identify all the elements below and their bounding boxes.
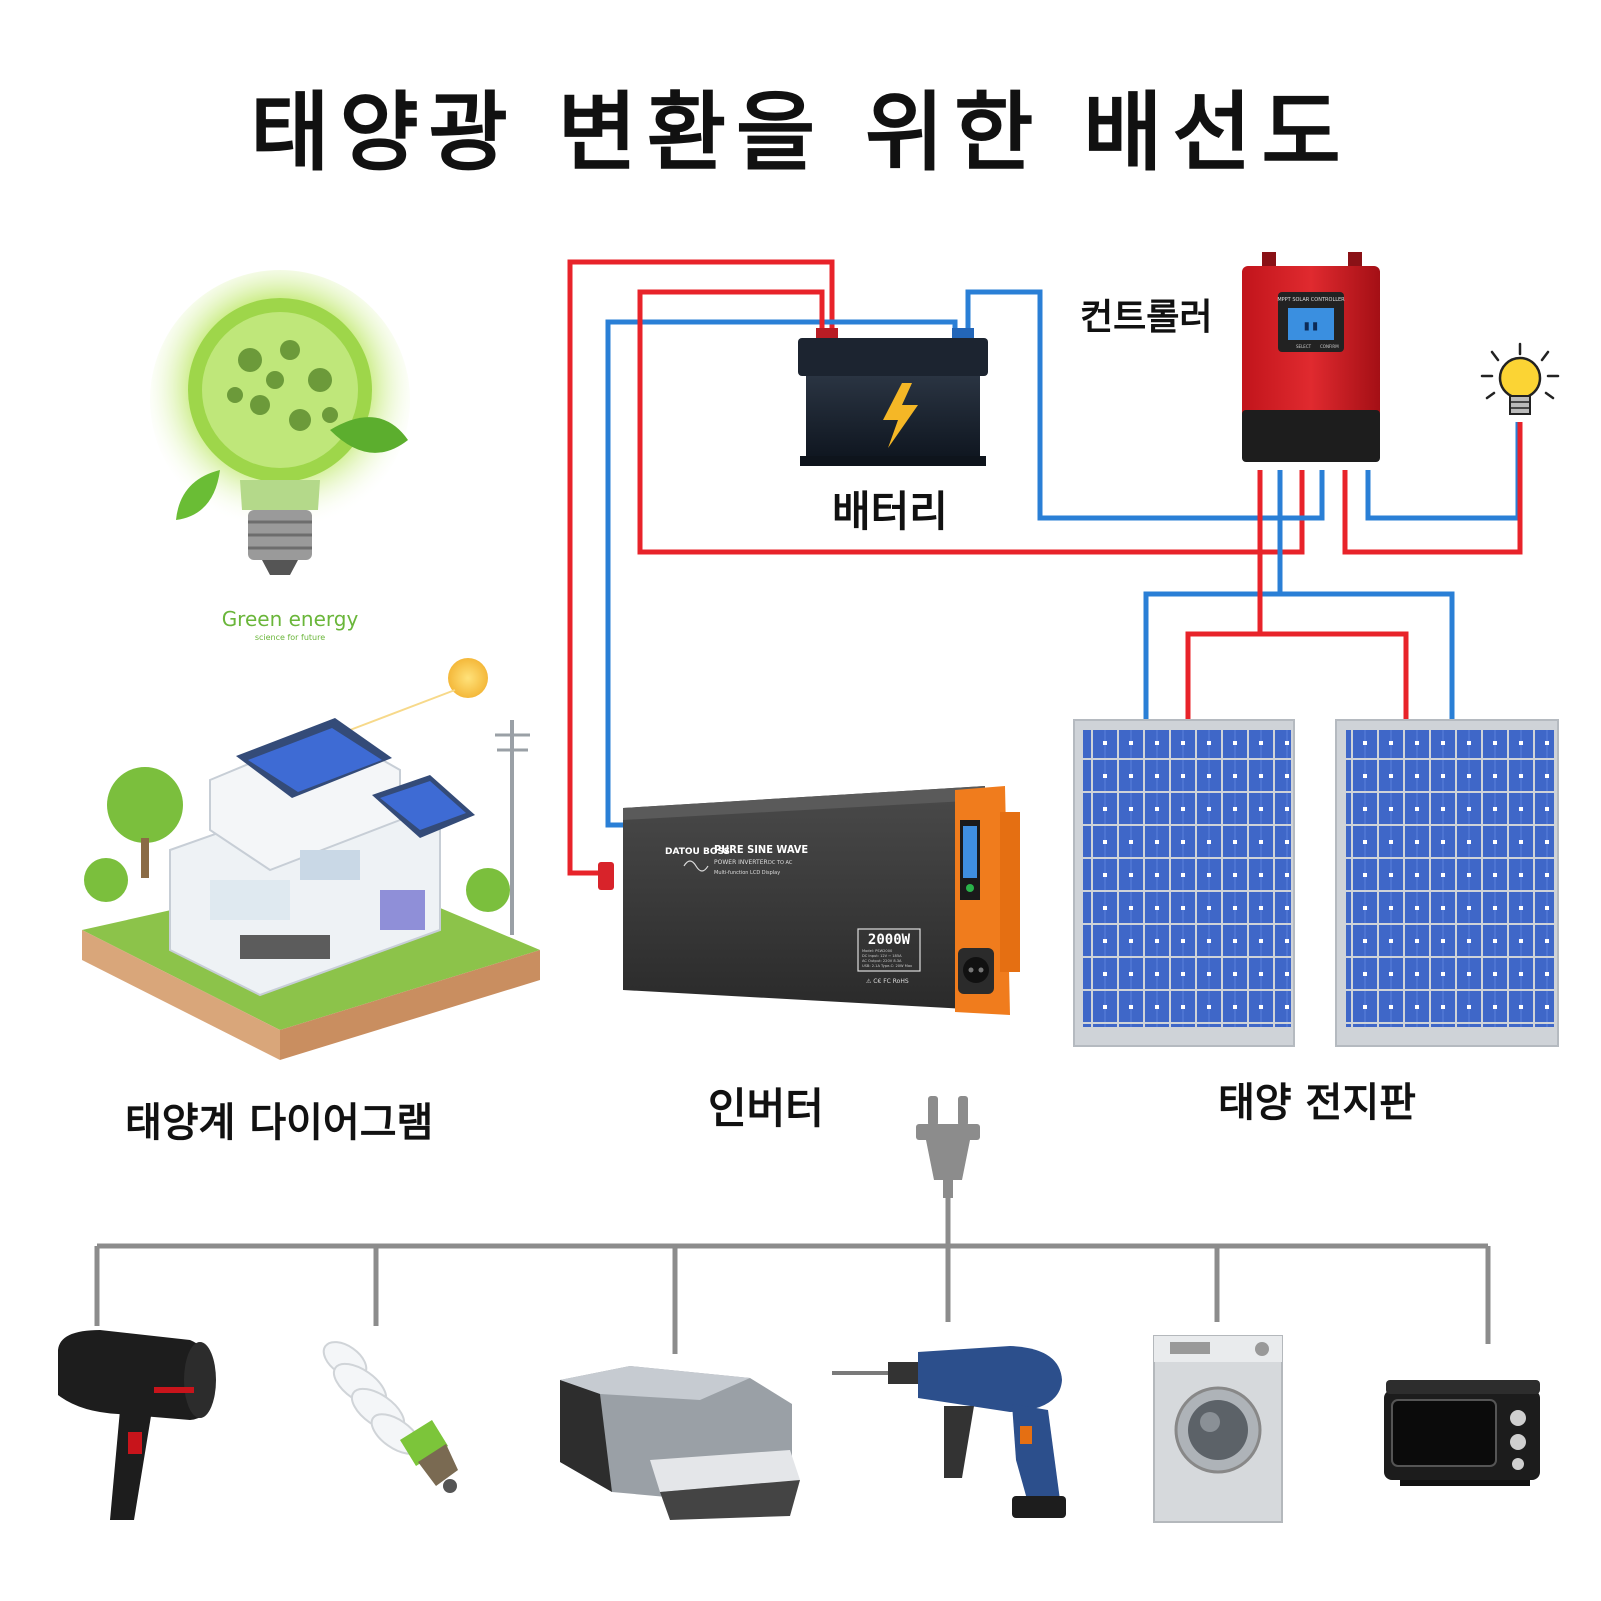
green-energy-bulb-icon: Green energy science for future [150,270,410,642]
load-negative-wire [1365,422,1521,521]
inverter-spec-line: USB: 2.1A Type-C: 20W Max [862,964,913,968]
svg-text:▮▮: ▮▮ [1303,318,1320,334]
inverter-label: 인버터 [708,1084,824,1133]
battery-label: 배터리 [832,487,948,536]
inverter-power-inverter: POWER INVERTER [714,859,768,866]
panel-negative-trunk [1143,470,1283,720]
green-energy-subtext: science for future [255,633,325,642]
inverter-lcd-display: Multi-function LCD Display [714,870,780,876]
inverter-spec-line: Model: PSW2000 [862,949,893,953]
battery-positive-wire [637,289,1305,555]
controller-confirm-label: CONFIRM [1320,344,1339,349]
green-energy-text: Green energy [222,607,359,631]
washing-machine-icon [1153,1335,1283,1523]
solar-diagram-label: 태양계 다이어그램 [125,1100,434,1146]
wiring [567,259,1523,876]
microwave-oven-icon [1384,1380,1540,1486]
controller-label: 컨트롤러 [1080,297,1213,338]
plug-icon [916,1096,980,1198]
cfl-bulb-icon [322,1341,458,1493]
battery-negative-wire [965,289,1325,521]
power-drill-icon [832,1346,1066,1518]
inverter-spec-line: AC Output: 220V 8.3A [862,959,902,963]
inverter-cert-marks: ⚠ C€ FC RoHS [866,978,909,985]
inverter: DATOU BOSS PURE SINE WAVE POWER INVERTER… [598,786,1020,1015]
printer-icon [560,1366,800,1520]
solar-panel-left [1073,719,1295,1047]
panel-positive-branch [1260,631,1409,720]
inverter-spec-line: DC Input: 12V ⎓ 185A [862,954,902,958]
inverter-pure-sine: PURE SINE WAVE [714,843,808,856]
battery [798,328,988,466]
controller-select-label: SELECT [1296,344,1312,349]
page-title: 태양광 변환을 위한 배선도 [250,83,1351,183]
load-positive-wire [1342,422,1523,555]
panel-negative-branch [1280,591,1455,720]
solar-panels-label: 태양 전지판 [1218,1080,1416,1126]
solar-house-illustration [82,658,540,1060]
inverter-power-rating: 2000W [868,932,911,948]
inverter-positive-wire [567,259,835,876]
inverter-brand: DATOU BOSS [665,847,730,857]
controller-header: MPPT SOLAR CONTROLLER [1277,297,1345,303]
ac-load-tree [94,1096,1491,1354]
hair-dryer-icon [58,1330,216,1520]
solar-panel-right [1335,719,1559,1047]
charge-controller: MPPT SOLAR CONTROLLER ▮▮ SELECT CONFIRM [1242,252,1380,462]
inverter-dc-to-ac: DC TO AC [768,860,793,866]
lamp-icon [1480,342,1560,415]
panel-positive-trunk [1185,470,1263,720]
